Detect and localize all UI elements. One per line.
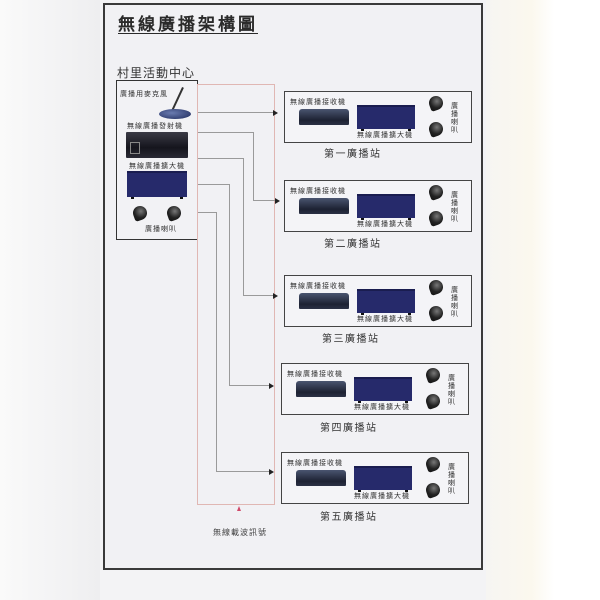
speaker-icon <box>424 392 442 410</box>
speaker-icon <box>165 204 183 222</box>
amplifier-icon <box>357 289 415 315</box>
connector-line <box>198 212 216 213</box>
arrow-icon <box>273 293 278 299</box>
connector-line <box>243 295 273 296</box>
speaker-label: 廣播喇叭 <box>451 191 459 223</box>
speaker-icon <box>427 94 445 112</box>
arrow-icon <box>269 469 274 475</box>
speaker-icon <box>427 120 445 138</box>
speaker-icon <box>427 278 445 296</box>
speaker-label: 廣播喇叭 <box>448 374 456 406</box>
scan-margin-left <box>0 0 100 600</box>
speaker-label: 廣播喇叭 <box>451 286 459 318</box>
center-speaker-label: 廣播喇叭 <box>145 225 177 233</box>
signal-label: 無線載波訊號 <box>213 528 267 537</box>
amplifier-label: 無線廣播擴大機 <box>357 315 413 323</box>
transmitter-icon <box>126 132 188 158</box>
station-1: 無線廣播接收機 無線廣播擴大機 廣播喇叭 <box>284 91 472 143</box>
speaker-label: 廣播喇叭 <box>451 102 459 134</box>
receiver-label: 無線廣播接收機 <box>290 187 346 195</box>
station-name: 第四廣播站 <box>320 423 378 434</box>
transmitter-label: 無線廣播發射機 <box>127 122 183 130</box>
amplifier-icon <box>354 466 412 492</box>
station-4: 無線廣播接收機 無線廣播擴大機 廣播喇叭 <box>281 363 469 415</box>
speaker-icon <box>427 209 445 227</box>
arrow-icon <box>275 198 280 204</box>
station-3: 無線廣播接收機 無線廣播擴大機 廣播喇叭 <box>284 275 472 327</box>
receiver-icon <box>299 293 349 309</box>
connector-line <box>229 385 269 386</box>
receiver-label: 無線廣播接收機 <box>287 370 343 378</box>
amplifier-label: 無線廣播擴大機 <box>357 220 413 228</box>
connector-line <box>198 112 274 113</box>
connector-line <box>253 200 275 201</box>
control-center-box: 廣播用麥克風 無線廣播發射機 無線廣播擴大機 廣播喇叭 <box>116 80 198 240</box>
center-amplifier-icon <box>127 171 187 199</box>
microphone-label: 廣播用麥克風 <box>120 90 168 98</box>
amplifier-label: 無線廣播擴大機 <box>357 131 413 139</box>
center-amplifier-label: 無線廣播擴大機 <box>129 162 185 170</box>
receiver-icon <box>299 198 349 214</box>
speaker-icon <box>424 366 442 384</box>
speaker-label: 廣播喇叭 <box>448 463 456 495</box>
station-5: 無線廣播接收機 無線廣播擴大機 廣播喇叭 <box>281 452 469 504</box>
station-name: 第二廣播站 <box>324 239 382 250</box>
microphone-icon <box>159 109 191 119</box>
speaker-icon <box>427 304 445 322</box>
receiver-icon <box>296 470 346 486</box>
station-2: 無線廣播接收機 無線廣播擴大機 廣播喇叭 <box>284 180 472 232</box>
connector-line <box>243 158 244 295</box>
amplifier-icon <box>357 194 415 220</box>
amplifier-icon <box>354 377 412 403</box>
amplifier-icon <box>357 105 415 131</box>
signal-arrow-icon <box>237 506 241 511</box>
connector-line <box>253 132 254 200</box>
diagram-title: 無線廣播架構圖 <box>118 15 258 35</box>
receiver-label: 無線廣播接收機 <box>290 282 346 290</box>
station-name: 第五廣播站 <box>320 512 378 523</box>
speaker-icon <box>131 204 149 222</box>
microphone-stem-icon <box>171 87 184 112</box>
connector-line <box>216 471 269 472</box>
speaker-icon <box>424 481 442 499</box>
amplifier-label: 無線廣播擴大機 <box>354 492 410 500</box>
station-name: 第三廣播站 <box>322 334 380 345</box>
receiver-label: 無線廣播接收機 <box>287 459 343 467</box>
receiver-label: 無線廣播接收機 <box>290 98 346 106</box>
amplifier-label: 無線廣播擴大機 <box>354 403 410 411</box>
connector-line <box>216 212 217 471</box>
receiver-icon <box>296 381 346 397</box>
arrow-icon <box>273 110 278 116</box>
control-center-label: 村里活動中心 <box>117 66 196 80</box>
receiver-icon <box>299 109 349 125</box>
connector-line <box>198 132 253 133</box>
speaker-icon <box>427 183 445 201</box>
scan-margin-right <box>486 0 600 600</box>
connector-line <box>198 184 230 185</box>
station-name: 第一廣播站 <box>324 149 382 160</box>
speaker-icon <box>424 455 442 473</box>
arrow-icon <box>269 383 274 389</box>
connector-line <box>229 184 230 385</box>
connector-line <box>198 158 243 159</box>
